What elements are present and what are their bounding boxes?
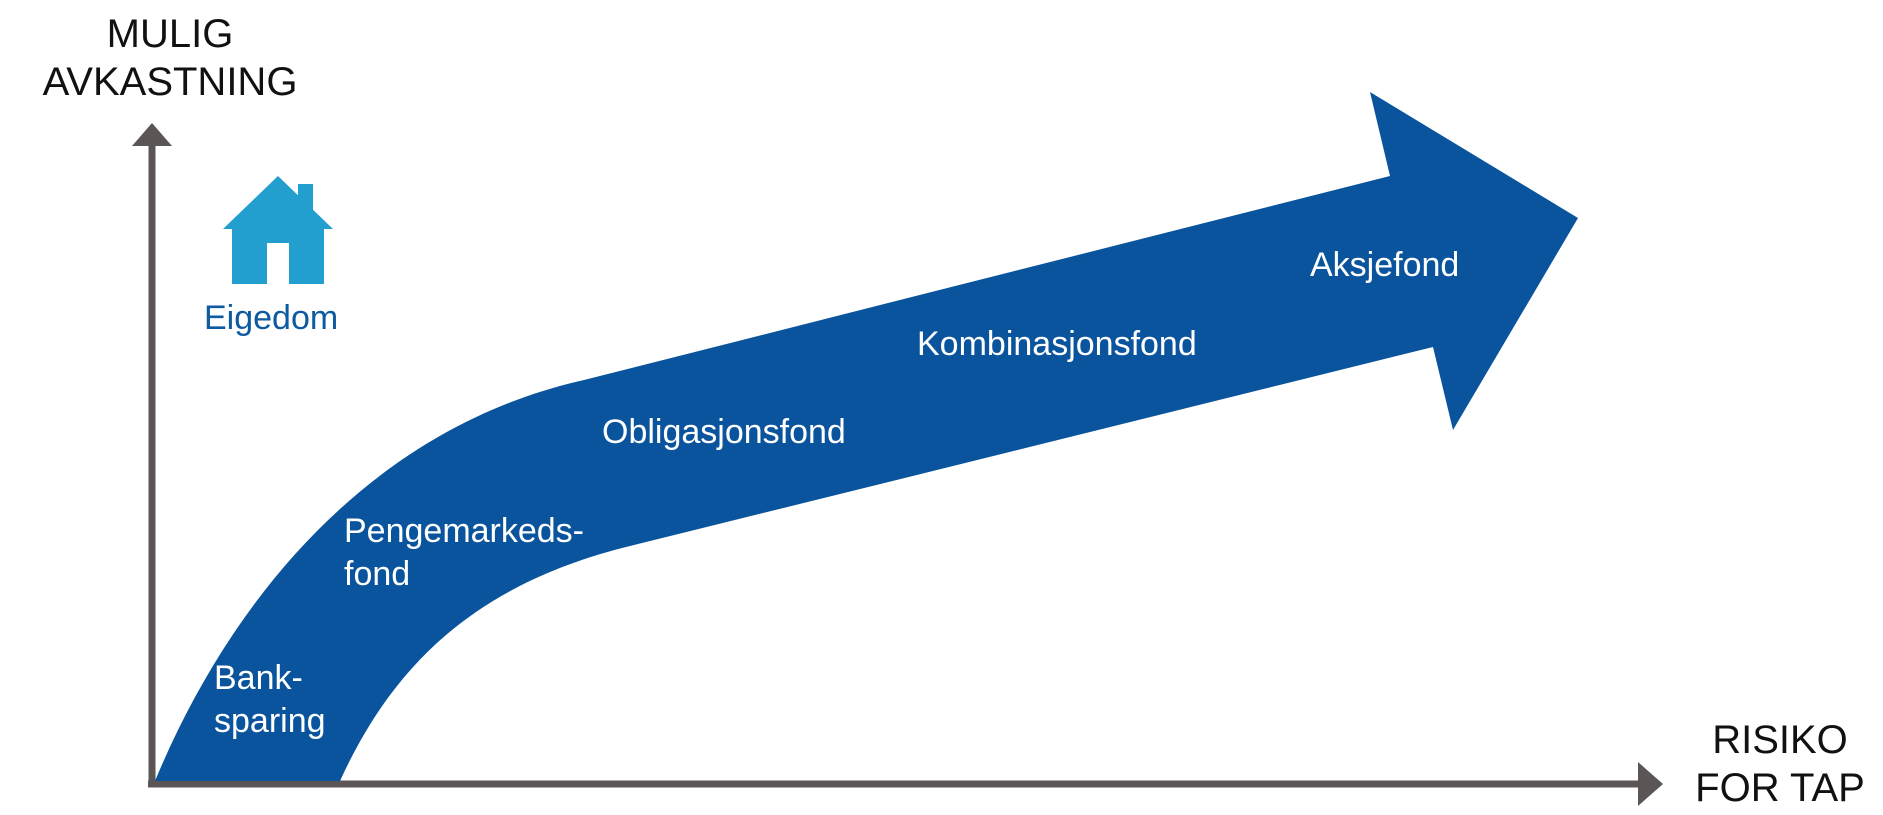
- x-axis-label-line: FOR TAP: [1695, 766, 1865, 810]
- stage-label-line: Obligasjonsfond: [602, 413, 846, 451]
- stage-label-combination-fund: Kombinasjonsfond: [917, 323, 1197, 366]
- house-icon: [223, 176, 333, 284]
- y-axis-label-line: MULIG: [106, 12, 234, 56]
- stage-label-line: Aksjefond: [1310, 246, 1460, 284]
- y-axis-label-line: AVKASTNING: [42, 60, 298, 104]
- stage-label-line: fond: [344, 555, 411, 593]
- risk-return-arrow: [155, 92, 1578, 781]
- x-axis-arrowhead: [1638, 762, 1663, 806]
- x-axis-label: RISIKO FOR TAP: [1680, 716, 1880, 812]
- y-axis-arrowhead: [132, 123, 172, 146]
- stage-label-bond-fund: Obligasjonsfond: [602, 411, 846, 454]
- stage-label-line: Kombinasjonsfond: [917, 325, 1197, 363]
- stage-label-line: Bank-: [214, 659, 303, 697]
- stage-label-equity-fund: Aksjefond: [1310, 244, 1459, 287]
- x-axis-label-line: RISIKO: [1712, 718, 1848, 762]
- property-label: Eigedom: [204, 299, 339, 337]
- y-axis-label: MULIG AVKASTNING: [20, 10, 320, 106]
- stage-label-money-market-fund: Pengemarkeds- fond: [344, 510, 584, 596]
- stage-label-line: sparing: [214, 702, 326, 740]
- stage-label-bank-savings: Bank- sparing: [214, 657, 326, 743]
- stage-label-line: Pengemarkeds-: [344, 512, 585, 550]
